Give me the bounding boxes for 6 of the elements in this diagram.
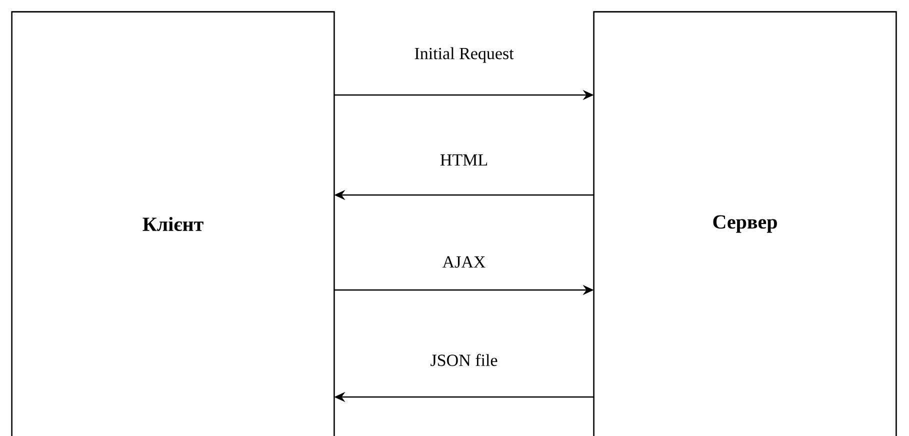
- process-box: Сервер: [593, 11, 897, 436]
- edge-label: AJAX: [441, 255, 487, 269]
- edge-label: Initial Request: [413, 46, 515, 64]
- edge-label: JSON file: [429, 352, 499, 368]
- process-box: Клієнт: [11, 11, 335, 436]
- edge-label: HTML: [438, 153, 490, 167]
